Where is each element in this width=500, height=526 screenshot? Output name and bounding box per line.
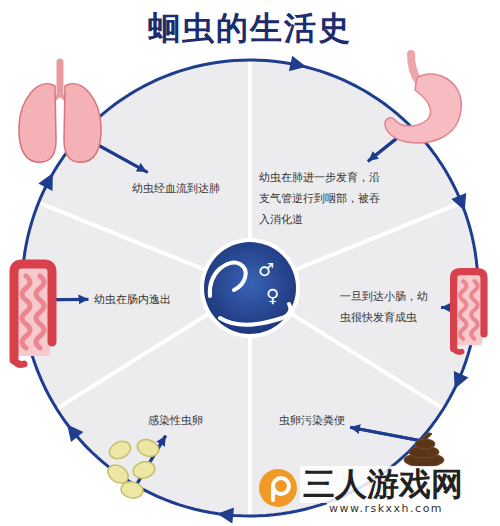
cycle-arrowhead (289, 56, 308, 75)
sex-symbol: ♂ (258, 260, 274, 281)
stage-text-box: 幼虫在肠内逸出 (92, 287, 173, 312)
cycle-arrowheads (38, 56, 472, 524)
worm (220, 304, 290, 325)
lung-lobe (19, 84, 56, 163)
stage-text-box: 幼虫经血流到达肺 (130, 176, 222, 201)
cycle-arrowhead (447, 371, 468, 392)
center-worm-badge (200, 238, 300, 338)
feces-picture (404, 433, 444, 467)
stage-caption: 幼虫在肺进一步发育，沿支气管逆行到咽部，被吞入消化道 (259, 167, 386, 230)
watermark-logo (259, 469, 297, 507)
watermark-text: 三人游戏网 (300, 466, 466, 503)
lungs-picture (19, 62, 101, 162)
watermark-url: www.rskxxh.com (327, 503, 445, 516)
stage-caption: 幼虫经血流到达肺 (132, 178, 220, 199)
lung-lobe (64, 84, 101, 163)
cycle-arrowhead (451, 193, 472, 214)
stage-text-box: 虫卵污染粪便 (277, 408, 347, 433)
eggs-picture (104, 437, 161, 500)
diagram-title: 蛔虫的生活史 (0, 8, 500, 48)
logo-disc (259, 469, 297, 507)
stomach (385, 74, 461, 143)
sex-symbol: ♀ (266, 286, 279, 307)
logo-mark (271, 487, 275, 500)
stage-text-box: 一旦到达小肠，幼虫很快发育成虫 (338, 284, 438, 330)
egg (107, 438, 134, 462)
trachea (57, 62, 64, 94)
stage-caption: 一旦到达小肠，幼虫很快发育成虫 (340, 286, 436, 328)
stage-caption: 虫卵污染粪便 (279, 410, 345, 431)
intestine-picture (454, 272, 484, 352)
sector-dividers (39, 60, 462, 516)
stage-text-box: 幼虫在肺进一步发育，沿支气管逆行到咽部，被吞入消化道 (257, 165, 388, 232)
feces-part (422, 433, 432, 440)
egg (131, 459, 156, 480)
badge-ring (200, 238, 300, 338)
cycle-arrowhead (216, 506, 234, 524)
logo-mark (273, 478, 289, 494)
egg (135, 437, 161, 460)
stage-caption: 幼虫在肠内逸出 (94, 289, 171, 310)
cycle-arrowhead (38, 169, 60, 191)
stage-text-box: 感染性虫卵 (146, 408, 205, 433)
cycle-disc (22, 60, 478, 516)
cycle-arrowhead (61, 419, 84, 442)
worm (210, 263, 246, 296)
badge-disc (204, 242, 296, 334)
stage-caption: 感染性虫卵 (148, 410, 203, 431)
cycle-arrow (81, 60, 412, 173)
intestine-picture (14, 264, 52, 365)
egg (120, 480, 144, 500)
stomach-picture (385, 54, 461, 143)
